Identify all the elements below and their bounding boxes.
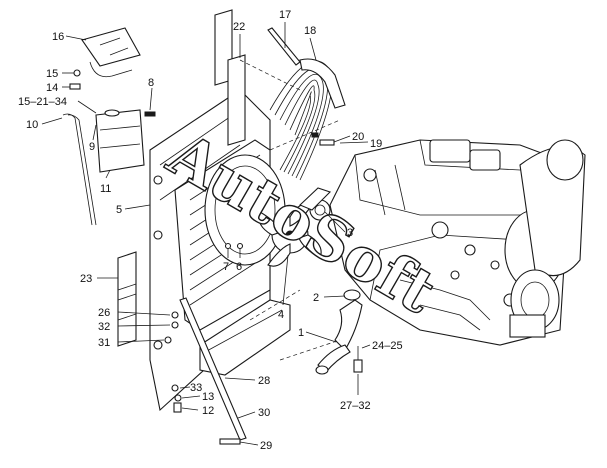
callout-28: 28 [258,375,270,387]
callout-3: 3 [347,227,353,239]
assembly-guide-lines [239,59,341,361]
callout-15-21-34: 15–21–34 [18,96,67,108]
callout-29: 29 [260,440,272,452]
callout-15: 15 [46,68,58,80]
callout-31: 31 [98,337,110,349]
callout-33: 33 [190,382,202,394]
callout-20: 20 [352,131,364,143]
radiator-assembly [69,9,291,445]
callout-12: 12 [202,405,214,417]
leader-lines [41,22,371,446]
callout-4: 4 [278,309,284,321]
callout-11: 11 [100,183,111,195]
callout-labels: 16 15 14 15–21–34 10 8 9 11 5 17 18 22 2… [18,9,403,452]
callout-23: 23 [80,273,92,285]
callout-30: 30 [258,407,270,419]
callout-7: 7 [223,261,229,273]
callout-10: 10 [26,119,38,131]
callout-16: 16 [52,31,64,43]
callout-1: 1 [298,327,304,339]
engine-block [329,139,586,346]
callout-22: 22 [233,21,245,33]
expansion-tank [62,109,145,226]
callout-19: 19 [370,138,382,150]
callout-17: 17 [279,9,291,21]
callout-18: 18 [304,25,316,37]
callout-26: 26 [98,307,110,319]
callout-13: 13 [202,391,214,403]
callout-14: 14 [46,82,58,94]
coolant-coil [267,27,346,181]
radiator-hoses [315,289,363,375]
callout-27-32: 27–32 [340,400,371,412]
callout-9: 9 [89,141,95,153]
callout-24-25: 24–25 [372,340,403,352]
callout-8: 8 [148,77,154,89]
callout-5: 5 [116,204,122,216]
callout-2: 2 [313,292,319,304]
callout-32: 32 [98,321,110,333]
callout-6: 6 [236,261,242,273]
fan-and-pump [258,187,332,267]
